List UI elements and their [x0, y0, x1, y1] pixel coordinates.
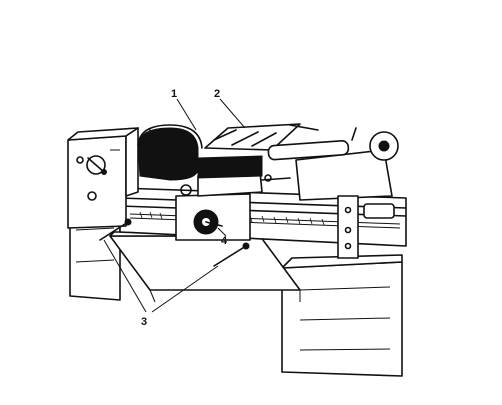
cross-slide — [197, 155, 291, 197]
chuck-guard — [137, 124, 203, 181]
chip-shield — [204, 123, 319, 151]
control-handle-right — [213, 242, 250, 267]
callout-3-label: 3 — [141, 316, 147, 328]
leader-lines — [103, 98, 246, 313]
control-handle-left — [99, 218, 132, 241]
headstock — [67, 127, 139, 229]
chip-tray — [109, 231, 301, 303]
callout-1-label: 1 — [171, 88, 177, 100]
tailstock — [267, 127, 399, 259]
right-cabinet — [281, 254, 403, 377]
callout-4-label: 4 — [221, 235, 228, 247]
callout-2-label: 2 — [214, 88, 220, 100]
